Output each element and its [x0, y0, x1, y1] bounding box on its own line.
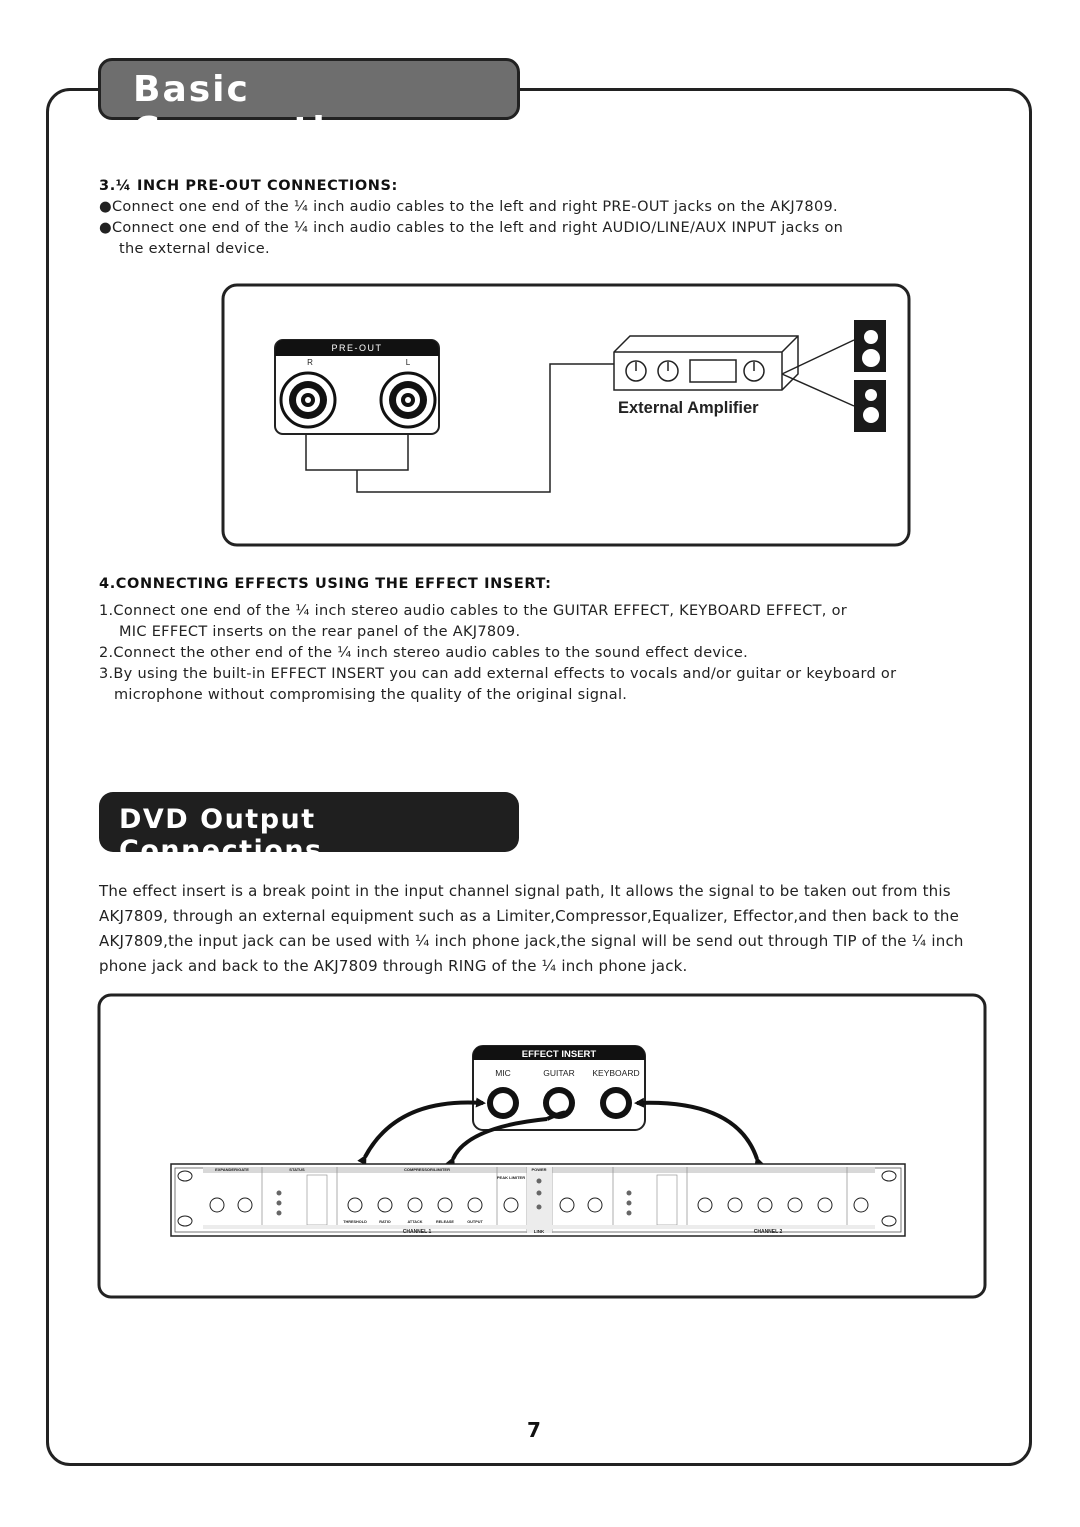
speaker-top-icon: [854, 320, 886, 372]
rack-unit-icon: CHANNEL 1 CHANNEL 2 LINK POWER EXPANDER/…: [170, 1163, 906, 1237]
preout-r-jack-icon: [279, 371, 337, 429]
guitar-jack-icon: [543, 1087, 575, 1119]
effects-line-1-cont: MIC EFFECT inserts on the rear panel of …: [119, 624, 521, 640]
dvd-output-tab: DVD Output Connections: [99, 792, 519, 866]
preout-heading: 3.¼ INCH PRE-OUT CONNECTIONS:: [99, 178, 398, 194]
rack-power-label: POWER: [531, 1167, 546, 1172]
effect-insert-panel: EFFECT INSERT MIC GUITAR KEYBOARD: [472, 1045, 646, 1131]
keyboard-jack-icon: [600, 1087, 632, 1119]
preout-bullet-2-cont: the external device.: [119, 241, 270, 257]
external-amplifier-icon: [613, 335, 799, 391]
dvd-line-1: The effect insert is a break point in th…: [99, 882, 951, 900]
dvd-output-title: DVD Output Connections: [119, 804, 323, 866]
keyboard-label: KEYBOARD: [592, 1068, 639, 1078]
dvd-paragraph: The effect insert is a break point in th…: [99, 879, 964, 979]
rack-channel-2-label: CHANNEL 2: [754, 1229, 783, 1235]
preout-paragraph: ●Connect one end of the ¼ inch audio cab…: [99, 197, 843, 260]
preout-l-jack-icon: [379, 371, 437, 429]
rack-threshold-label: THRESHOLD: [343, 1220, 367, 1224]
rack-output-label: OUTPUT: [467, 1220, 483, 1224]
effects-line-2: 2.Connect the other end of the ¼ inch st…: [99, 645, 749, 661]
rack-peak-label: PEAK LIMITER: [497, 1175, 525, 1180]
rack-attack-label: ATTACK: [407, 1220, 422, 1224]
l-label: L: [406, 358, 411, 367]
cable-to-amplifier: [356, 363, 614, 493]
dvd-line-4: phone jack and back to the AKJ7809 throu…: [99, 957, 688, 975]
rack-status-label: STATUS: [289, 1167, 305, 1172]
rack-release-label: RELEASE: [436, 1220, 454, 1224]
rack-expander-label: EXPANDER/GATE: [215, 1167, 249, 1172]
preout-panel: PRE-OUT R L: [274, 339, 440, 435]
effects-line-1: 1.Connect one end of the ¼ inch stereo a…: [99, 603, 848, 619]
effect-insert-title: EFFECT INSERT: [522, 1049, 597, 1060]
external-amplifier-label: External Amplifier: [618, 399, 759, 417]
preout-panel-label: PRE-OUT: [332, 343, 383, 353]
effect-insert-diagram: EFFECT INSERT MIC GUITAR KEYBOARD: [97, 993, 987, 1299]
preout-bullet-1: ●Connect one end of the ¼ inch audio cab…: [99, 199, 838, 215]
speaker-bottom-icon: [854, 380, 886, 432]
speaker-wires: [781, 339, 855, 407]
preout-bullet-2: ●Connect one end of the ¼ inch audio cab…: [99, 220, 844, 236]
guitar-label: GUITAR: [543, 1068, 574, 1078]
page-frame: [46, 88, 1032, 1466]
dvd-line-2: AKJ7809, through an external equipment s…: [99, 907, 960, 925]
basic-connections-title: Basic Connections: [133, 69, 405, 151]
page-number: 7: [527, 1418, 541, 1442]
effects-line-3: 3.By using the built-in EFFECT INSERT yo…: [99, 666, 897, 682]
rack-compressor-label: COMPRESSOR/LIMITER: [404, 1167, 450, 1172]
r-label: R: [307, 358, 313, 367]
mic-jack-icon: [487, 1087, 519, 1119]
mic-label: MIC: [495, 1068, 511, 1078]
basic-connections-tab: Basic Connections: [98, 58, 520, 151]
effects-heading: 4.CONNECTING EFFECTS USING THE EFFECT IN…: [99, 576, 552, 592]
connection-arrows: [357, 1097, 764, 1168]
rack-channel-1-label: CHANNEL 1: [403, 1229, 432, 1235]
effects-paragraph: 1.Connect one end of the ¼ inch stereo a…: [99, 601, 896, 706]
rack-ratio-label: RATIO: [379, 1220, 391, 1224]
preout-diagram: PRE-OUT R L External Amplifier: [221, 283, 911, 547]
rack-link-label: LINK: [534, 1229, 545, 1234]
effects-line-3-cont: microphone without compromising the qual…: [114, 687, 628, 703]
dvd-line-3: AKJ7809,the input jack can be used with …: [99, 932, 964, 950]
